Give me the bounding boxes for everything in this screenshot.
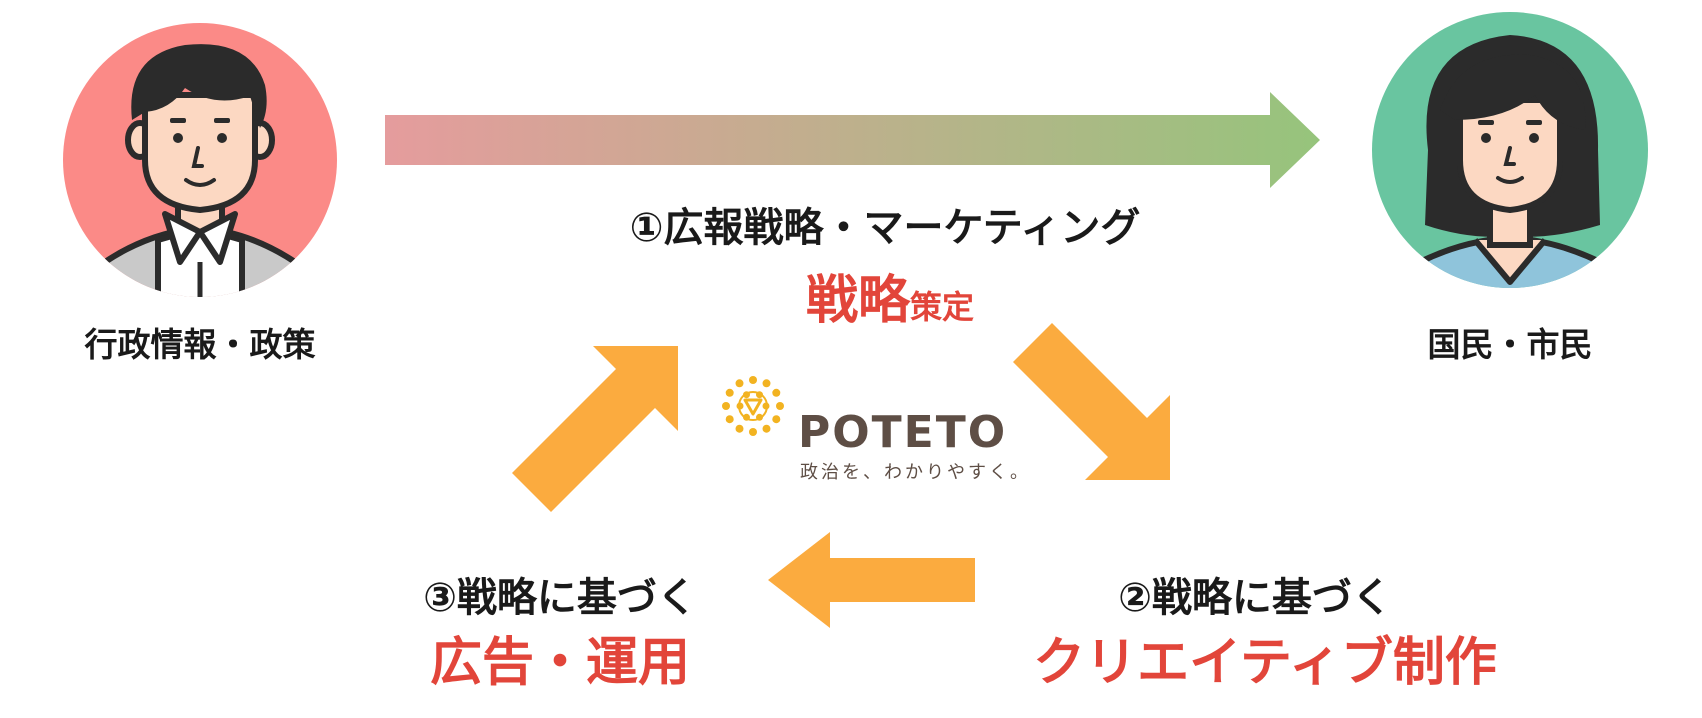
step2-title: ②戦略に基づく <box>1118 575 1392 621</box>
arrow-down-right <box>1013 323 1170 480</box>
arrow-left <box>768 532 975 628</box>
step2-highlight: クリエイティブ制作 <box>1033 633 1497 693</box>
step3-title: ③戦略に基づく <box>423 575 697 621</box>
step1-highlight-suffix: 策定 <box>910 288 975 326</box>
flow-arrow-right <box>385 92 1320 188</box>
arrow-up-right <box>512 346 678 512</box>
actor-label-government: 行政情報・政策 <box>84 325 316 364</box>
female-avatar-icon <box>1372 12 1648 288</box>
step3-highlight: 広告・運用 <box>429 633 690 693</box>
logo-wordmark: POTETO <box>798 407 1008 458</box>
step1-highlight-main: 戦略 <box>805 271 910 331</box>
step1-title: ①広報戦略・マーケティング <box>629 205 1141 251</box>
poteto-logo-icon <box>722 376 784 436</box>
male-avatar-icon <box>63 23 337 297</box>
step1-highlight: 戦略策定 <box>760 258 1020 333</box>
logo-tagline: 政治を、わかりやすく。 <box>800 462 1031 483</box>
actor-label-citizens: 国民・市民 <box>1427 325 1593 364</box>
